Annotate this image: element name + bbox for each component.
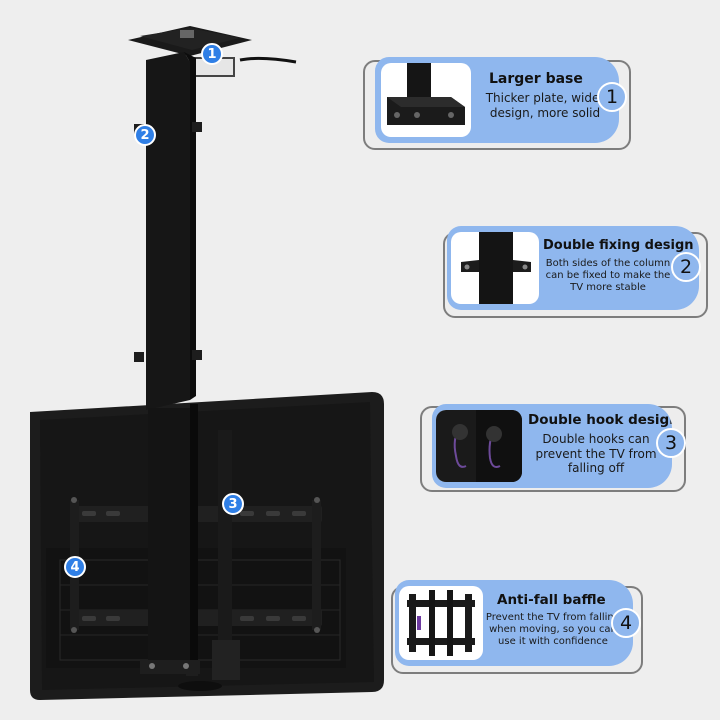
feature-description-line: falling off [567, 461, 625, 476]
feature-description: Prevent the TV from falling when moving,… [485, 612, 621, 649]
feature-description: Thicker plate, wider design, more solid [475, 91, 615, 120]
feature-card-fill: Anti-fall baffle Prevent the TV from fal… [395, 580, 633, 666]
feature-description-line: design, more solid [489, 105, 601, 120]
feature-description: Both sides of the column can be fixed to… [541, 258, 675, 295]
feature-number: 2 [671, 252, 701, 282]
feature-description-line: can be fixed to make the [545, 270, 671, 282]
feature-description-line: TV more stable [570, 282, 646, 294]
feature-card-fill: Larger base Thicker plate, wider design,… [375, 57, 619, 143]
larger-base-photo [381, 63, 471, 137]
feature-card-anti-fall: Anti-fall baffle Prevent the TV from fal… [391, 580, 643, 674]
telescopic-column [134, 52, 202, 674]
feature-card-double-fixing: Double fixing design Both sides of the c… [443, 226, 708, 318]
feature-card-larger-base: Larger base Thicker plate, wider design,… [363, 57, 631, 150]
marker-4: 4 [64, 556, 86, 578]
double-hook-photo [436, 410, 522, 482]
feature-description-line: Prevent the TV from falling [485, 612, 621, 623]
feature-title: Double hook design [528, 412, 672, 428]
anti-fall-photo [399, 586, 483, 660]
feature-description: Double hooks can prevent the TV from fal… [526, 432, 666, 476]
feature-number: 4 [611, 608, 641, 638]
feature-number: 3 [656, 428, 686, 458]
feature-description-line: Double hooks can [542, 432, 650, 446]
marker-3: 3 [222, 493, 244, 515]
feature-description-line: Both sides of the column [545, 258, 671, 269]
feature-description-line: when moving, so you can [489, 624, 617, 636]
tv-back-panel [30, 392, 384, 700]
feature-card-double-hook: Double hook design Double hooks can prev… [420, 404, 686, 492]
feature-title: Larger base [489, 71, 583, 87]
feature-description-line: use it with confidence [498, 636, 608, 648]
feature-number: 1 [597, 82, 627, 112]
marker-2: 2 [134, 124, 156, 146]
marker-1: 1 [201, 43, 223, 65]
feature-title: Double fixing design [543, 238, 694, 253]
double-fixing-photo [451, 232, 539, 304]
feature-description-line: prevent the TV from [535, 446, 657, 461]
feature-card-fill: Double fixing design Both sides of the c… [447, 226, 699, 310]
ceiling-plate [128, 26, 297, 77]
feature-card-fill: Double hook design Double hooks can prev… [432, 404, 672, 488]
feature-description-line: Thicker plate, wider [485, 91, 605, 105]
feature-title: Anti-fall baffle [497, 592, 606, 608]
